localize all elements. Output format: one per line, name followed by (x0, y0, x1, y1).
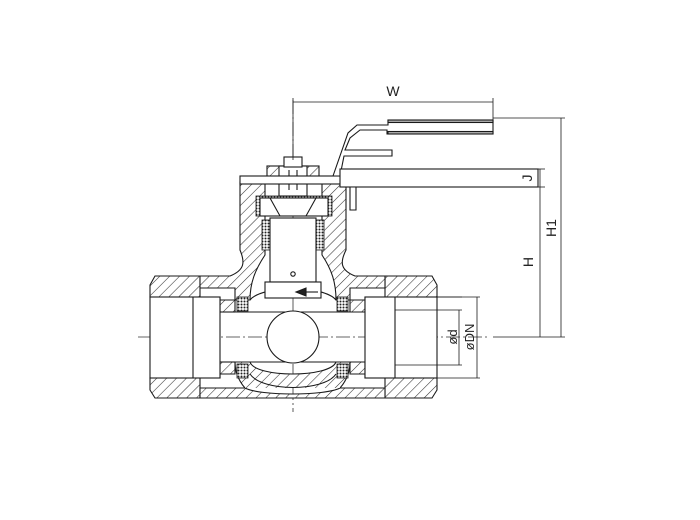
center-body (199, 181, 386, 399)
dimension-lines (292, 98, 565, 379)
dim-label-bore: ød (445, 329, 460, 344)
dim-label-h: H (520, 257, 536, 267)
left-end-cap (149, 275, 236, 399)
dim-label-j: J (519, 175, 535, 182)
dim-label-h1: H1 (543, 219, 559, 237)
right-end-cap (349, 275, 438, 399)
ball (235, 288, 350, 388)
lever-handle (332, 119, 539, 211)
dim-label-w: W (386, 83, 400, 99)
dim-label-dn: øDN (462, 324, 477, 351)
